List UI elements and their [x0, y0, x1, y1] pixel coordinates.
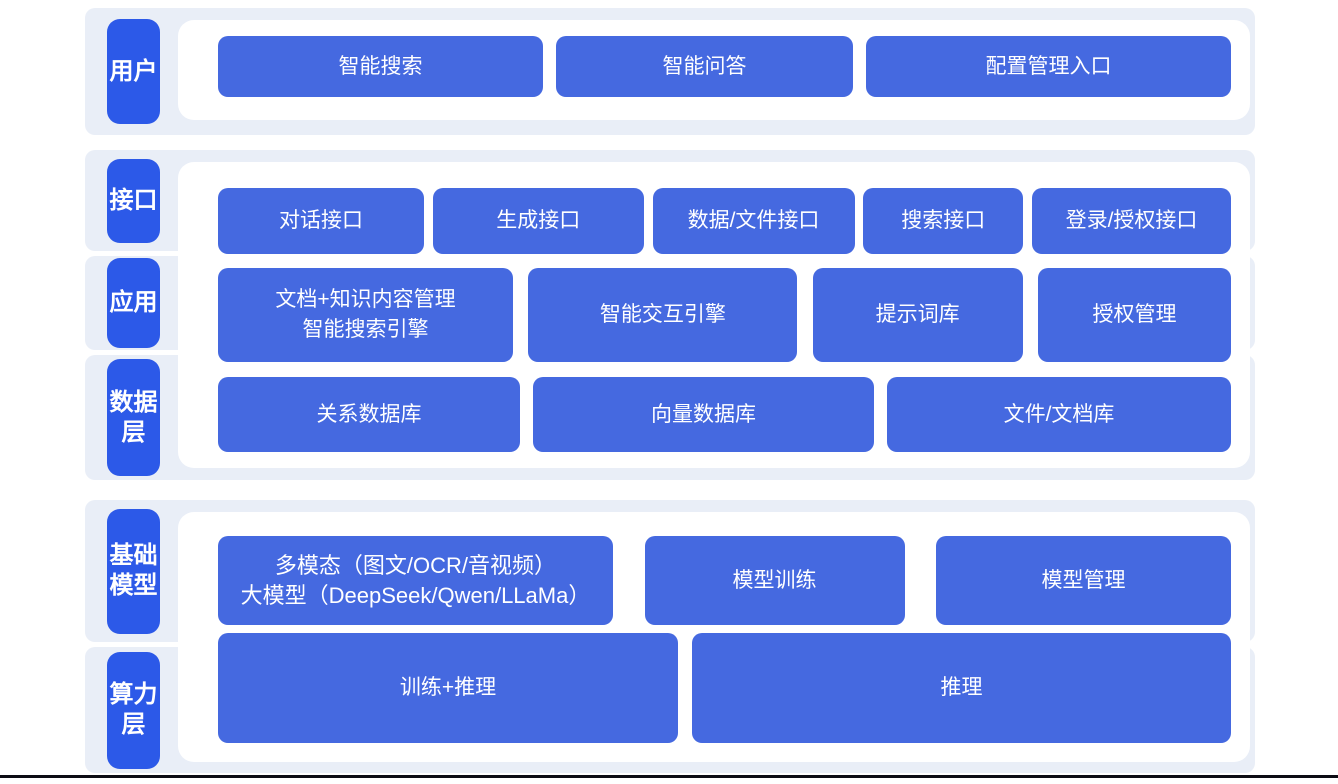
node-smart-qa: 智能问答 [556, 36, 853, 97]
node-training-inference: 训练+推理 [218, 633, 678, 743]
node-dialog-api: 对话接口 [218, 188, 424, 254]
section-interface-app-data: 接口 应用 数据层 对话接口 生成接口 数据/文件接口 搜索接口 登录/授权接口… [85, 150, 1255, 480]
node-smart-interaction-engine: 智能交互引擎 [528, 268, 798, 362]
layer-label-user: 用户 [107, 19, 160, 124]
node-vector-db: 向量数据库 [533, 377, 874, 452]
node-login-auth-api: 登录/授权接口 [1032, 188, 1231, 254]
architecture-diagram: 用户 智能搜索 智能问答 配置管理入口 接口 应用 数据层 [85, 0, 1255, 773]
node-auth-management: 授权管理 [1037, 268, 1231, 362]
node-generation-api: 生成接口 [432, 188, 644, 254]
layer-label-application: 应用 [107, 258, 160, 348]
node-multimodal-llm: 多模态（图文/OCR/音视频） 大模型（DeepSeek/Qwen/LLaMa） [218, 536, 613, 625]
layer-label-foundation-model: 基础模型 [107, 508, 160, 634]
node-relational-db: 关系数据库 [218, 377, 520, 452]
node-config-management-entry: 配置管理入口 [866, 36, 1231, 97]
layer-label-interface: 接口 [107, 158, 160, 243]
node-inference: 推理 [692, 633, 1231, 743]
bottom-divider-line [0, 775, 1338, 778]
node-model-training: 模型训练 [644, 536, 905, 625]
section-model-compute: 基础模型 算力层 多模态（图文/OCR/音视频） 大模型（DeepSeek/Qw… [85, 500, 1255, 773]
node-data-file-api: 数据/文件接口 [652, 188, 855, 254]
node-smart-search: 智能搜索 [218, 36, 543, 97]
layer-label-compute: 算力层 [107, 651, 160, 769]
layer-label-data: 数据层 [107, 359, 160, 476]
node-doc-knowledge-search-engine: 文档+知识内容管理 智能搜索引擎 [218, 268, 513, 362]
node-prompt-library: 提示词库 [812, 268, 1023, 362]
node-file-doc-store: 文件/文档库 [887, 377, 1231, 452]
node-model-management: 模型管理 [936, 536, 1231, 625]
node-search-api: 搜索接口 [863, 188, 1024, 254]
section-user-layer: 用户 智能搜索 智能问答 配置管理入口 [85, 8, 1255, 135]
